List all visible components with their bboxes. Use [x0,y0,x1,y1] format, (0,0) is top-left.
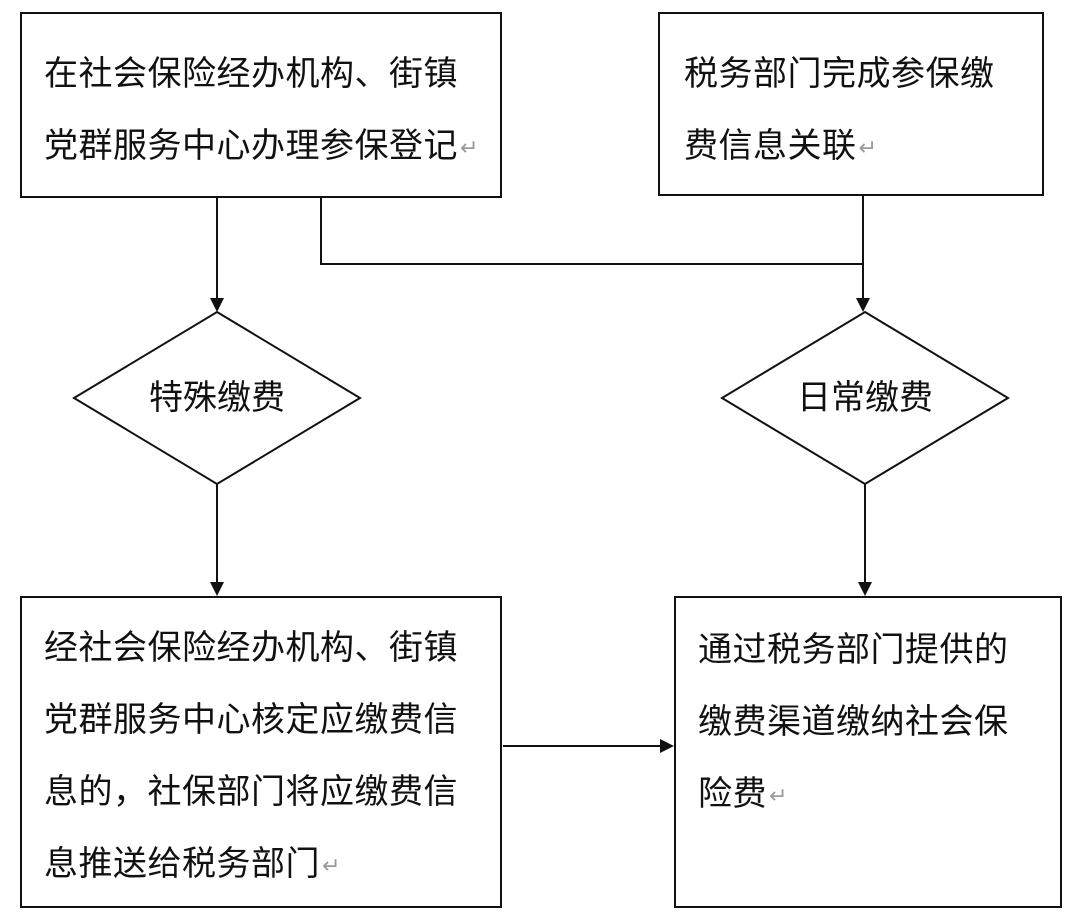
verify-line-4: 息推送给税务部门 [44,844,320,884]
tax-link-box: 税务部门完成参保缴 费信息关联↵ [658,12,1044,196]
register-box: 在社会保险经办机构、街镇 党群服务中心办理参保登记↵ [20,12,502,198]
verify-box: 经社会保险经办机构、街镇 党群服务中心核定应缴费信 息的，社保部门将应缴费信 息… [20,596,502,908]
verify-line-1: 经社会保险经办机构、街镇 [44,628,458,668]
tax-link-line-1: 税务部门完成参保缴 [684,54,995,94]
verify-line-3: 息的，社保部门将应缴费信 [44,772,458,812]
pay-channel-line-3: 险费 [698,774,767,814]
tax-link-line-2: 费信息关联 [684,126,857,166]
pay-channel-text: 通过税务部门提供的 缴费渠道缴纳社会保 险费↵ [698,614,1009,833]
pay-channel-line-1: 通过税务部门提供的 [698,630,1009,670]
register-text: 在社会保险经办机构、街镇 党群服务中心办理参保登记↵ [44,38,479,185]
verify-text: 经社会保险经办机构、街镇 党群服务中心核定应缴费信 息的，社保部门将应缴费信 息… [44,612,458,903]
register-line-2: 党群服务中心办理参保登记 [44,126,458,166]
pay-channel-line-2: 缴费渠道缴纳社会保 [698,702,1009,742]
connector-register-to-daily [320,198,863,265]
pay-channel-box: 通过税务部门提供的 缴费渠道缴纳社会保 险费↵ [674,596,1062,908]
tax-link-text: 税务部门完成参保缴 费信息关联↵ [684,38,995,185]
return-icon: ↵ [858,136,878,161]
return-icon: ↵ [322,854,341,879]
daily-pay-label: 日常缴费 [797,378,933,418]
register-line-1: 在社会保险经办机构、街镇 [44,54,458,94]
special-pay-label: 特殊缴费 [149,378,285,418]
return-icon: ↵ [460,136,479,161]
return-icon: ↵ [769,784,788,809]
verify-line-2: 党群服务中心核定应缴费信 [44,700,458,740]
